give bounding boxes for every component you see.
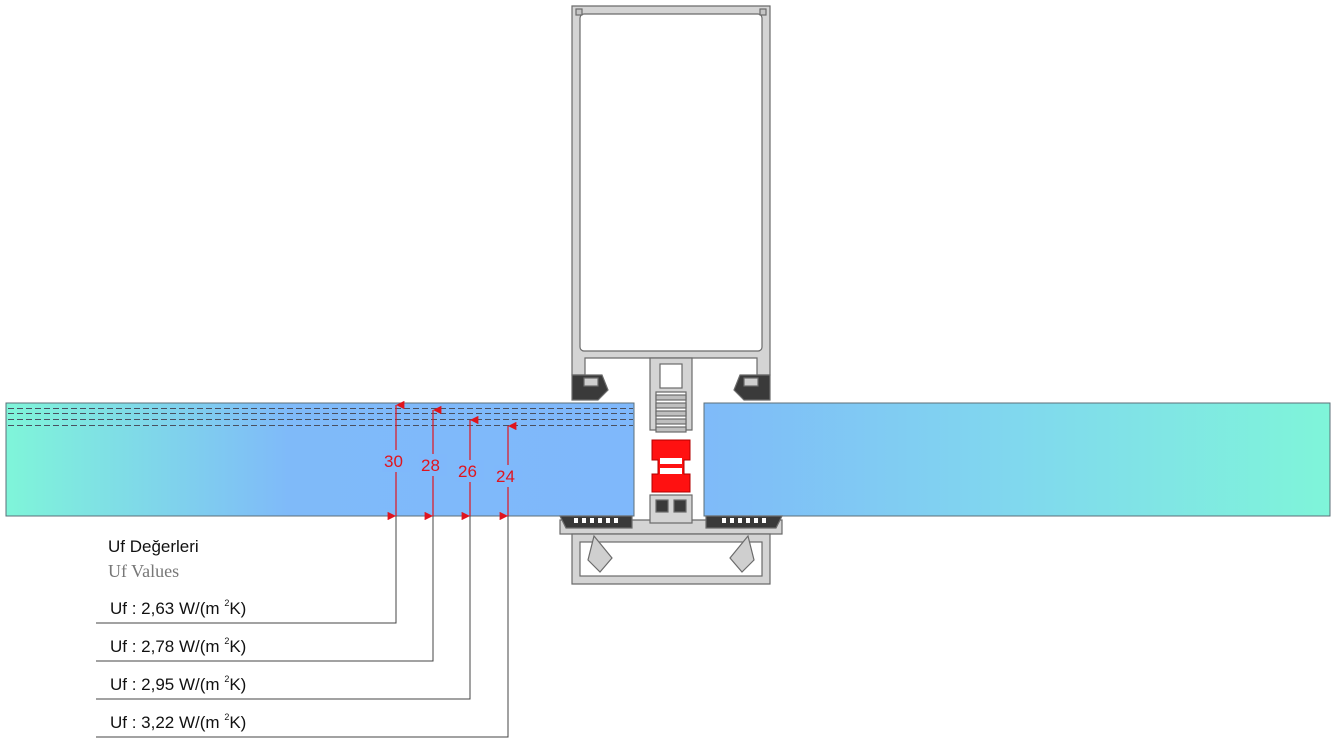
- glass-layer-lines: [8, 408, 633, 426]
- dimension-labels: 30 28 26 24: [382, 450, 522, 487]
- legend-title: Uf Değerleri: [108, 537, 199, 556]
- leader-lines: [96, 516, 509, 738]
- dimension-30: 30: [384, 452, 403, 471]
- uf-row-4: Uf : 3,22 W/(m 2K): [110, 712, 246, 732]
- dimension-28: 28: [421, 456, 440, 475]
- uf-row-3: Uf : 2,95 W/(m 2K): [110, 674, 246, 694]
- dimension-24: 24: [496, 467, 515, 486]
- glass-panel-right: [703, 402, 1331, 517]
- thermal-break: [651, 439, 691, 493]
- legend-subtitle: Uf Values: [108, 561, 179, 581]
- glass-panel-left: [5, 402, 635, 517]
- uf-row-1: Uf : 2,63 W/(m 2K): [110, 598, 246, 618]
- mullion-profile: [559, 5, 783, 585]
- uf-row-2: Uf : 2,78 W/(m 2K): [110, 636, 246, 656]
- uf-legend: Uf Değerleri Uf Values Uf : 2,63 W/(m 2K…: [108, 537, 246, 732]
- dimension-26: 26: [458, 462, 477, 481]
